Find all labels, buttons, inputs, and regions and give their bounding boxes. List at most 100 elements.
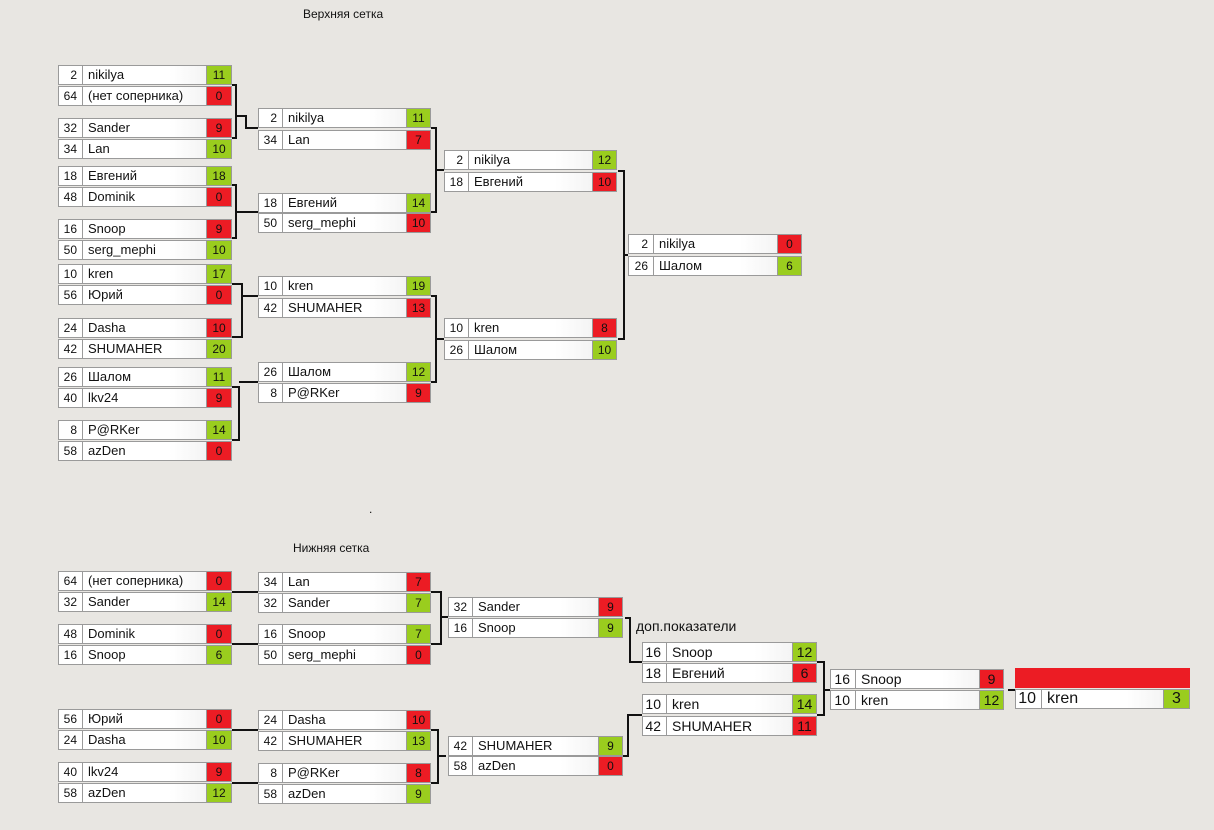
- score-badge: 19: [407, 276, 431, 296]
- seed-number: 42: [258, 298, 283, 318]
- score-badge: 6: [778, 256, 802, 276]
- seed-number: 48: [58, 187, 83, 207]
- player-name: Sander: [83, 592, 207, 612]
- seed-number: 40: [58, 762, 83, 782]
- player-name: Lan: [283, 130, 407, 150]
- player-name: lkv24: [83, 388, 207, 408]
- seed-number: 34: [258, 130, 283, 150]
- seed-number: 16: [58, 219, 83, 239]
- score-badge: 0: [778, 234, 802, 254]
- seed-number: 58: [58, 441, 83, 461]
- player-name: nikilya: [654, 234, 778, 254]
- player-name: SHUMAHER: [83, 339, 207, 359]
- player-name: (нет соперника): [83, 571, 207, 591]
- score-badge: 10: [207, 318, 232, 338]
- lower-bracket-title: Нижняя сетка: [293, 541, 370, 555]
- score-badge: 3: [1164, 689, 1190, 709]
- connector: [232, 84, 237, 139]
- score-badge: 13: [407, 298, 431, 318]
- upper-bracket-title: Верхняя сетка: [303, 7, 384, 21]
- seed-number: 58: [58, 783, 83, 803]
- seed-number: 32: [448, 597, 473, 617]
- seed-number: 2: [628, 234, 654, 254]
- player-name: Sander: [473, 597, 599, 617]
- score-badge: 0: [207, 571, 232, 591]
- player-name: Lan: [283, 572, 407, 592]
- player-name: Евгений: [283, 193, 407, 213]
- score-badge: 0: [207, 441, 232, 461]
- player-name: Snoop: [283, 624, 407, 644]
- seed-number: 16: [448, 618, 473, 638]
- score-badge: 12: [407, 362, 431, 382]
- player-name: Snoop: [83, 645, 207, 665]
- score-badge: 7: [407, 130, 431, 150]
- score-badge: 14: [207, 420, 232, 440]
- player-name: SHUMAHER: [283, 731, 407, 751]
- score-badge: 0: [207, 187, 232, 207]
- player-name: SHUMAHER: [283, 298, 407, 318]
- score-badge: 12: [793, 642, 817, 662]
- score-badge: 9: [207, 118, 232, 138]
- player-name: P@RKer: [283, 383, 407, 403]
- connector: [623, 714, 642, 757]
- connector: [232, 283, 243, 338]
- player-name: Dominik: [83, 187, 207, 207]
- player-name: Шалом: [469, 340, 593, 360]
- seed-number: 24: [58, 730, 83, 750]
- player-name: kren: [856, 690, 980, 710]
- player-name: Юрий: [83, 285, 207, 305]
- seed-number: 50: [58, 240, 83, 260]
- seed-number: 42: [258, 731, 283, 751]
- player-name: kren: [667, 694, 793, 714]
- score-badge: 9: [207, 762, 232, 782]
- score-badge: 0: [599, 756, 623, 776]
- player-name: Dominik: [83, 624, 207, 644]
- seed-number: 26: [58, 367, 83, 387]
- seed-number: 8: [258, 763, 283, 783]
- player-name: lkv24: [83, 762, 207, 782]
- score-badge: 7: [407, 572, 431, 592]
- player-name: nikilya: [83, 65, 207, 85]
- score-badge: 11: [407, 108, 431, 128]
- score-badge: 0: [207, 709, 232, 729]
- score-badge: 12: [980, 690, 1004, 710]
- connector: [236, 115, 258, 129]
- score-badge: 9: [407, 784, 431, 804]
- seed-number: 18: [444, 172, 469, 192]
- player-name: kren: [83, 264, 207, 284]
- seed-number: 26: [258, 362, 283, 382]
- score-badge: 10: [593, 340, 617, 360]
- player-name: Snoop: [473, 618, 599, 638]
- seed-number: 24: [58, 318, 83, 338]
- seed-number: 10: [444, 318, 469, 338]
- player-name: Dasha: [83, 318, 207, 338]
- score-badge: 10: [207, 240, 232, 260]
- seed-number: 2: [58, 65, 83, 85]
- player-name: serg_mephi: [283, 213, 407, 233]
